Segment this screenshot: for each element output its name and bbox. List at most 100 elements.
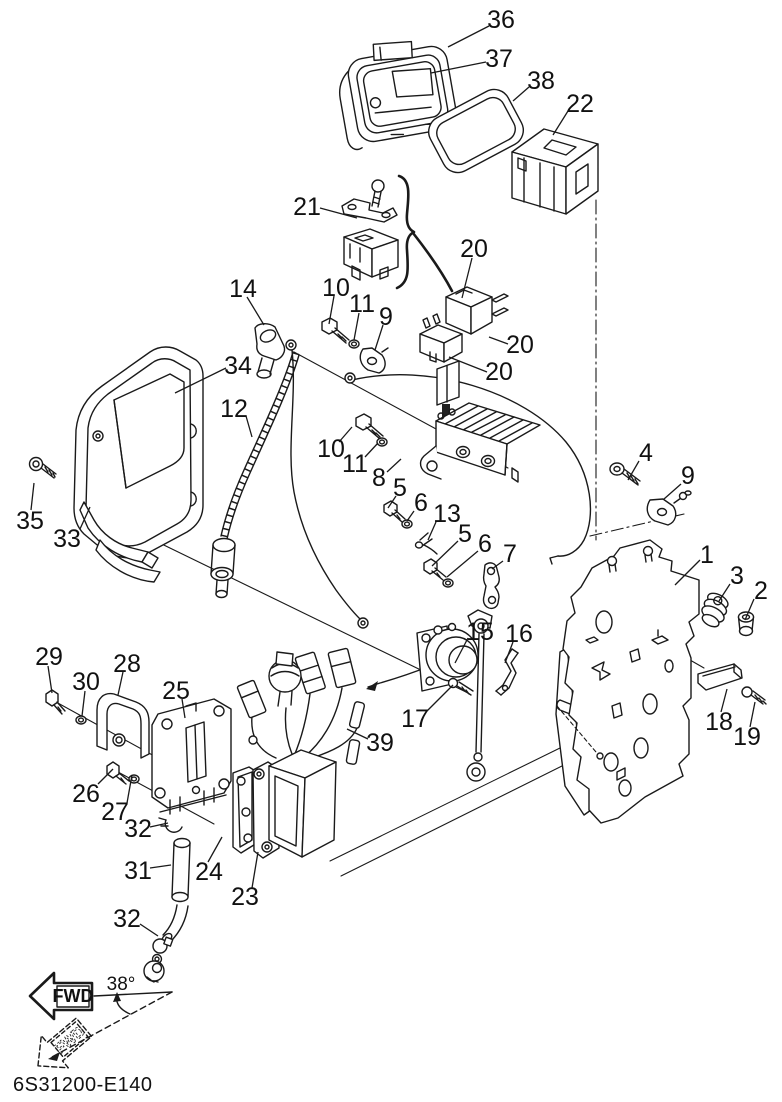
callout-6-18: 6 — [414, 489, 428, 517]
part-32b-clamp — [144, 937, 173, 982]
part-38-gasket-art — [423, 84, 529, 178]
leader-line-19-33 — [750, 702, 755, 727]
leader-line-36-0 — [448, 26, 489, 47]
leader-line-27-41 — [127, 775, 132, 803]
callout-14-8: 14 — [229, 275, 257, 303]
callout-12-13: 12 — [220, 395, 248, 423]
callout-20-7: 20 — [485, 358, 513, 386]
callout-15-28: 15 — [466, 618, 494, 646]
callout-21-4: 21 — [293, 193, 321, 221]
part-1-bracket-art — [556, 540, 699, 823]
angle-label: 38° — [107, 974, 136, 995]
callout-11-10: 11 — [349, 290, 375, 318]
leader-line-13-19 — [428, 522, 436, 540]
leader-line-29-36 — [48, 666, 52, 693]
part-15-relay-art — [417, 624, 478, 692]
fwd-label: FWD — [53, 986, 94, 1006]
callout-5-17: 5 — [393, 474, 407, 502]
callout-39-31: 39 — [366, 729, 394, 757]
callout-25-39: 25 — [162, 677, 190, 705]
part-9a-clamp — [360, 348, 388, 373]
part-4-bolt — [610, 463, 640, 485]
part-37-inner-plate — [392, 65, 435, 101]
part-12-cable-art — [211, 352, 299, 598]
callout-9-24: 9 — [681, 462, 695, 490]
callout-22-3: 22 — [566, 90, 594, 118]
leader-line-11-10 — [354, 313, 359, 340]
leader-line-39-31 — [347, 729, 368, 739]
angle-annotation: 38° — [48, 974, 172, 1061]
leader-line-28-38 — [118, 672, 123, 695]
part-2-collar — [739, 612, 754, 636]
callout-27-41: 27 — [101, 798, 129, 826]
callout-36-0: 36 — [487, 6, 515, 34]
fastener-5b-bolt — [424, 559, 446, 580]
fastener-11a-washer — [349, 340, 359, 348]
callout-30-37: 30 — [72, 668, 100, 696]
leader-line-3-26 — [719, 584, 730, 601]
leader-line-8-16 — [387, 459, 401, 472]
fastener-11b-washer — [377, 438, 387, 446]
leader-line-10-9 — [329, 296, 334, 324]
callout-7-22: 7 — [503, 540, 517, 568]
part-31-tube — [161, 839, 190, 945]
callout-33-35: 33 — [53, 525, 81, 553]
callout-16-29: 16 — [505, 620, 533, 648]
leader-line-33-35 — [80, 507, 90, 529]
leader-line-7-22 — [492, 561, 503, 569]
leader-line-6-21 — [447, 551, 478, 577]
leader-line-2-27 — [745, 599, 754, 620]
leader-line-9-11 — [375, 325, 383, 350]
callout-9-11: 9 — [379, 303, 393, 331]
fastener-10a-bolt — [322, 318, 349, 343]
leader-line-34-12 — [175, 368, 226, 393]
leader-line-23-45 — [252, 852, 258, 888]
fwd-ghost-arrow: FWD — [24, 1011, 97, 1082]
leader-line-5-17 — [388, 496, 396, 508]
part-13-terminal — [416, 533, 438, 554]
part-33-34-cover-art — [74, 347, 203, 582]
part-22-relay-art — [512, 129, 598, 214]
leader-line-38-2 — [513, 87, 529, 101]
callout-31-43: 31 — [124, 857, 152, 885]
fastener-10b-bolt — [356, 414, 383, 439]
leader-line-31-43 — [150, 865, 171, 868]
fastener-5a-bolt — [384, 501, 405, 522]
callout-28-38: 28 — [113, 650, 141, 678]
leader-line-4-23 — [628, 461, 639, 480]
leader-line-26-40 — [98, 769, 113, 784]
leader-line-24-44 — [208, 837, 222, 862]
part-3-grommet — [696, 590, 733, 630]
callout-1-25: 1 — [700, 541, 714, 569]
callout-5-20: 5 — [458, 520, 472, 548]
leader-line-1-25 — [675, 560, 700, 585]
grouping-brace — [397, 176, 452, 291]
callout-2-27: 2 — [754, 577, 768, 605]
leader-line-37-1 — [431, 62, 486, 73]
part-35-bolt — [30, 458, 57, 479]
leader-line-25-39 — [182, 699, 185, 718]
leader-line-15-28 — [455, 638, 468, 663]
callout-34-12: 34 — [224, 352, 252, 380]
leader-line-21-4 — [320, 208, 357, 218]
leader-line-6-18 — [407, 511, 414, 521]
part-21-fuse-group-art — [342, 180, 398, 280]
callout-32-42: 32 — [124, 815, 152, 843]
callout-19-33: 19 — [733, 723, 761, 751]
callout-3-26: 3 — [730, 562, 744, 590]
part-26-bolt — [107, 762, 129, 784]
callout-6-21: 6 — [478, 530, 492, 558]
fwd-ghost-label: FWD — [51, 1023, 88, 1058]
callout-13-19: 13 — [433, 500, 461, 528]
leader-line-30-37 — [82, 691, 85, 716]
part-36-cover-art — [332, 32, 460, 151]
diagram-part-code: 6S31200-E140 — [13, 1074, 153, 1096]
leader-line-20-5 — [462, 258, 472, 298]
callout-35-34: 35 — [16, 507, 44, 535]
callout-26-40: 26 — [72, 780, 100, 808]
part-17-screw — [449, 679, 474, 696]
part-23-cdi-art — [237, 648, 365, 858]
